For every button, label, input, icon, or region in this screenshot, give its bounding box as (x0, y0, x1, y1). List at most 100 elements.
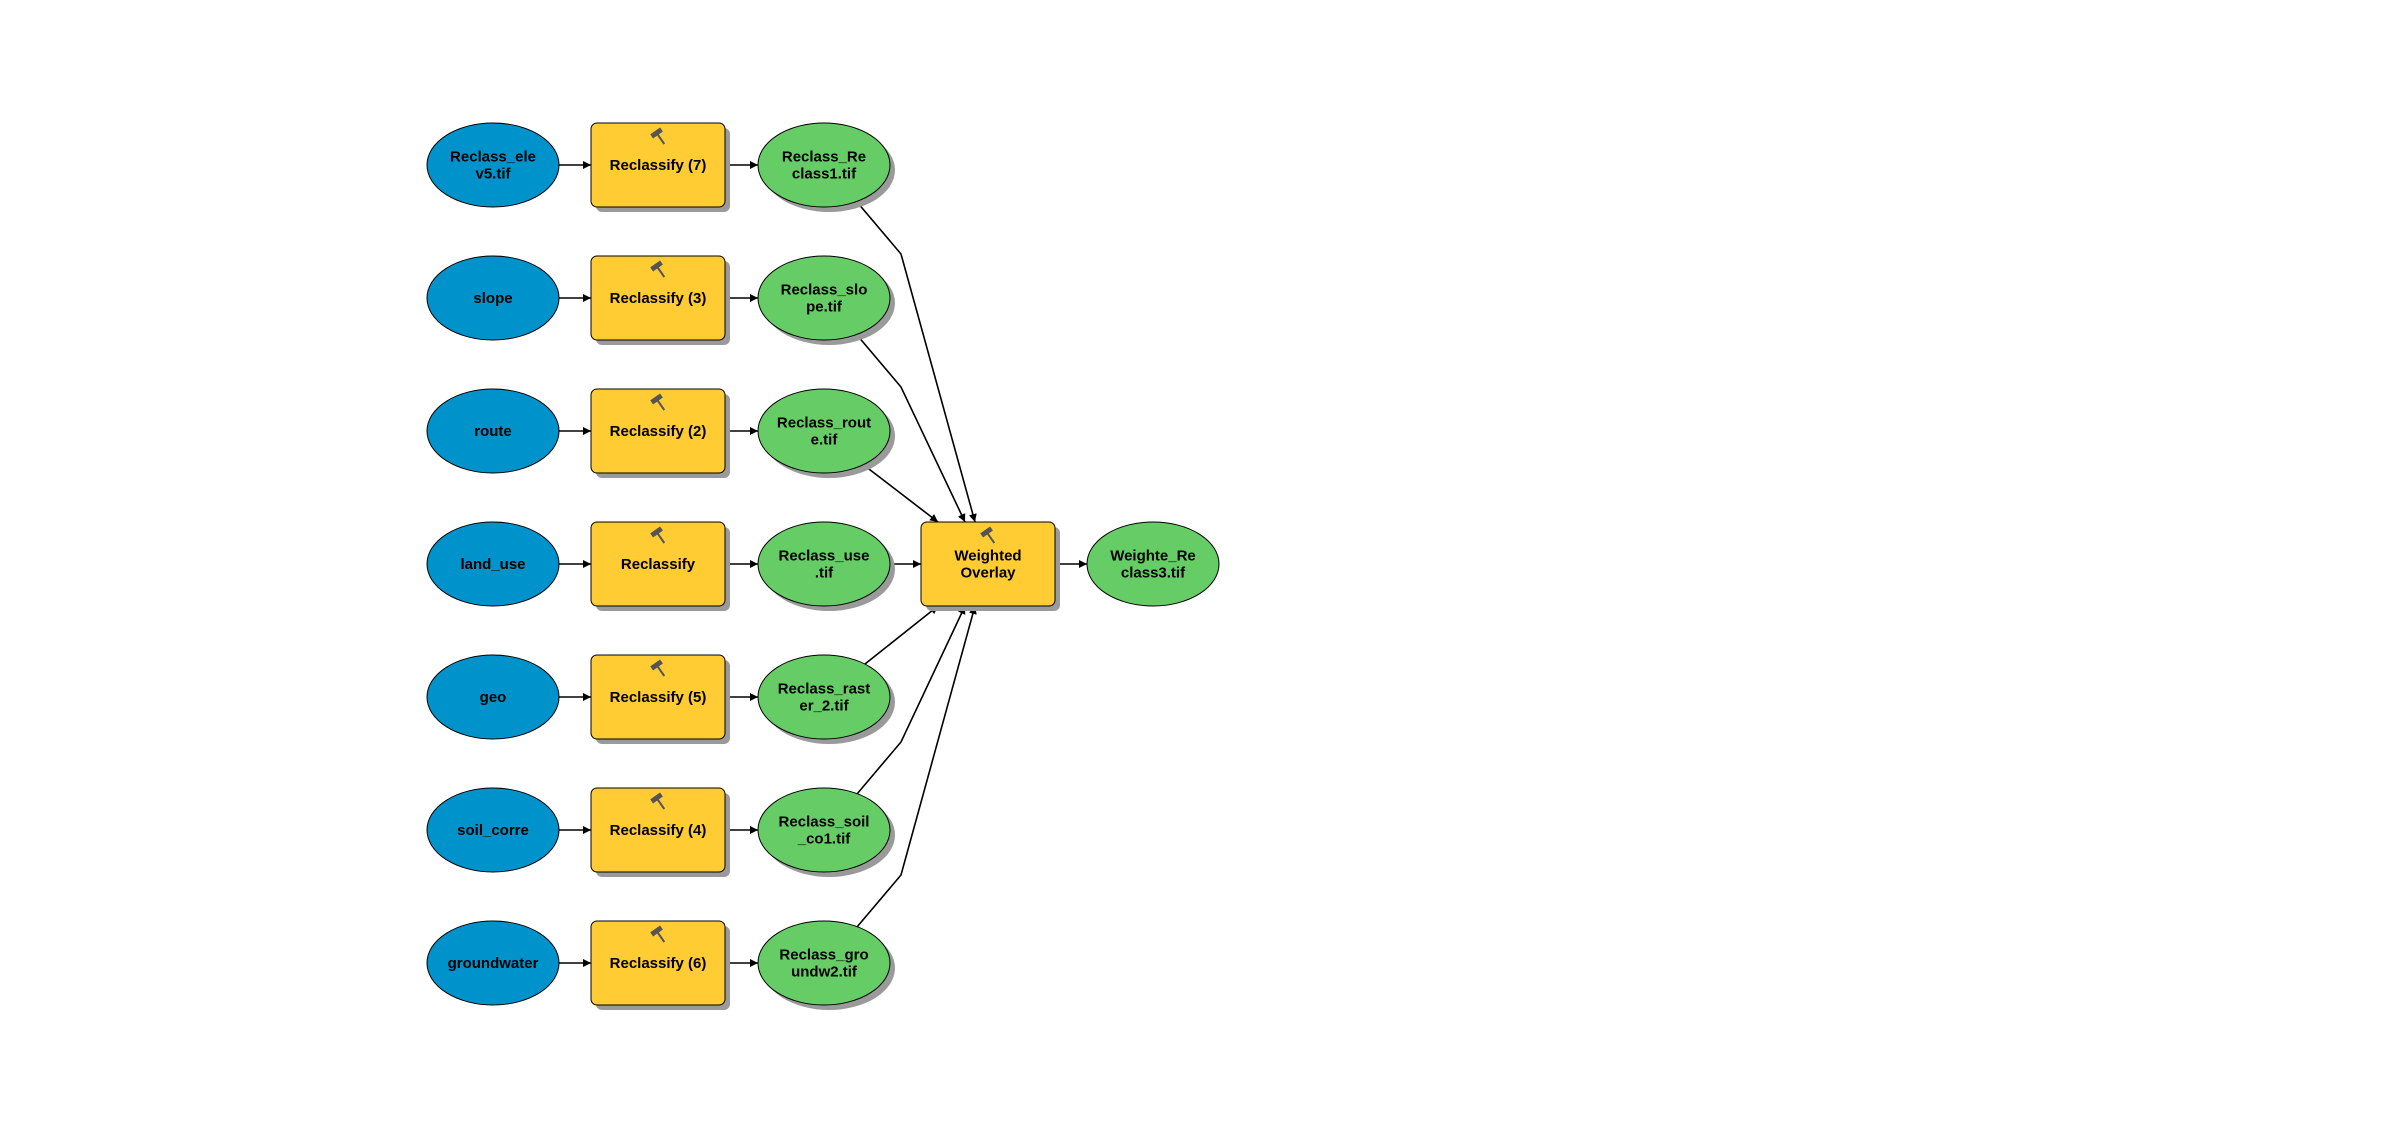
input-node-4-shape (426, 654, 560, 740)
tool-node-5-line: Reclassify (4) (610, 822, 707, 839)
hammer-handle (986, 532, 996, 544)
hammer-icon (650, 792, 666, 810)
input-node-0-line: v5.tif (475, 166, 511, 183)
tool-node-2-line: Reclassify (2) (610, 423, 707, 440)
input-node-5[interactable]: soil_corre (426, 787, 560, 873)
connector-output-overlay-0 (856, 201, 977, 523)
output-node-5-line: Reclass_soil (779, 814, 870, 831)
tool-node-5-shape (590, 787, 726, 873)
output-node-3-shape (757, 521, 891, 607)
output-node-4-line: er_2.tif (799, 698, 849, 715)
output-node-0-line: class1.tif (792, 166, 857, 183)
hammer-handle (656, 931, 666, 943)
hammer-head (650, 526, 663, 538)
tool-node-1[interactable]: Reclassify (3) (590, 255, 730, 345)
input-node-2[interactable]: route (426, 388, 560, 474)
tool-node-6[interactable]: Reclassify (6) (590, 920, 730, 1010)
input-node-0-line: Reclass_ele (450, 149, 536, 166)
input-node-4[interactable]: geo (426, 654, 560, 740)
tool-node-2[interactable]: Reclassify (2) (590, 388, 730, 478)
tool-node-0-line: Reclassify (7) (610, 157, 707, 174)
connector-output-overlay-2 (864, 465, 939, 523)
hammer-head (650, 792, 663, 804)
hammer-handle (656, 399, 666, 411)
tool-node-0[interactable]: Reclassify (7) (590, 122, 730, 212)
weighted-overlay-tool-shape (920, 521, 1056, 607)
tool-node-3-shape (590, 521, 726, 607)
output-node-1-line: pe.tif (806, 299, 843, 316)
hammer-icon (650, 526, 666, 544)
output-node-4-line: Reclass_rast (778, 681, 871, 698)
hammer-handle (656, 133, 666, 145)
tool-node-4-shape (590, 654, 726, 740)
output-node-4-shape (757, 654, 891, 740)
output-node-2-line: e.tif (811, 432, 839, 449)
output-node-1-line: Reclass_slo (781, 282, 868, 299)
tool-node-1-shape (590, 255, 726, 341)
input-node-0-shape (426, 122, 560, 208)
hammer-handle (656, 532, 666, 544)
hammer-icon (650, 925, 666, 943)
final-output-node-shape (1086, 521, 1220, 607)
output-node-1-shape (757, 255, 891, 341)
tool-node-4[interactable]: Reclassify (5) (590, 654, 730, 744)
connector-output-overlay-6 (856, 605, 977, 928)
output-node-3[interactable]: Reclass_use.tif (757, 521, 895, 611)
hammer-handle (656, 798, 666, 810)
input-node-6-line: groundwater (448, 955, 539, 972)
hammer-icon (650, 260, 666, 278)
input-node-1[interactable]: slope (426, 255, 560, 341)
tool-node-6-line: Reclassify (6) (610, 955, 707, 972)
hammer-head (650, 393, 663, 405)
output-node-0-shape (757, 122, 891, 208)
connector-output-overlay-5 (856, 605, 966, 795)
output-node-2[interactable]: Reclass_route.tif (757, 388, 895, 478)
output-node-5[interactable]: Reclass_soil_co1.tif (757, 787, 895, 877)
input-node-3[interactable]: land_use (426, 521, 560, 607)
hammer-head (650, 127, 663, 139)
input-node-6[interactable]: groundwater (426, 920, 560, 1006)
input-node-6-shape (426, 920, 560, 1006)
final-output-node-line: class3.tif (1121, 565, 1186, 582)
input-node-3-line: land_use (460, 556, 525, 573)
hammer-icon (650, 393, 666, 411)
weighted-overlay-tool-line: Weighted (954, 548, 1021, 565)
output-node-5-line: _co1.tif (797, 831, 852, 848)
input-node-2-shape (426, 388, 560, 474)
hammer-handle (656, 665, 666, 677)
output-node-3-line: Reclass_use (779, 548, 870, 565)
input-node-2-line: route (474, 423, 512, 440)
input-node-1-line: slope (473, 290, 512, 307)
output-node-6-line: Reclass_gro (779, 947, 868, 964)
input-node-1-shape (426, 255, 560, 341)
tool-node-0-shape (590, 122, 726, 208)
output-node-2-line: Reclass_rout (777, 415, 871, 432)
input-node-5-line: soil_corre (457, 822, 529, 839)
output-node-1[interactable]: Reclass_slope.tif (757, 255, 895, 345)
output-node-0-line: Reclass_Re (782, 149, 866, 166)
connector-output-overlay-4 (864, 605, 939, 665)
output-node-5-shape (757, 787, 891, 873)
output-node-6-shape (757, 920, 891, 1006)
hammer-icon (650, 127, 666, 145)
tool-node-3-line: Reclassify (621, 556, 696, 573)
input-node-4-line: geo (480, 689, 507, 706)
input-node-5-shape (426, 787, 560, 873)
tool-node-5[interactable]: Reclassify (4) (590, 787, 730, 877)
tool-node-2-shape (590, 388, 726, 474)
output-node-6-line: undw2.tif (791, 964, 858, 981)
connector-output-overlay-1 (856, 334, 966, 523)
tool-node-1-line: Reclassify (3) (610, 290, 707, 307)
hammer-head (650, 260, 663, 272)
output-node-3-line: .tif (815, 565, 834, 582)
hammer-icon (980, 526, 996, 544)
tool-node-3[interactable]: Reclassify (590, 521, 730, 611)
